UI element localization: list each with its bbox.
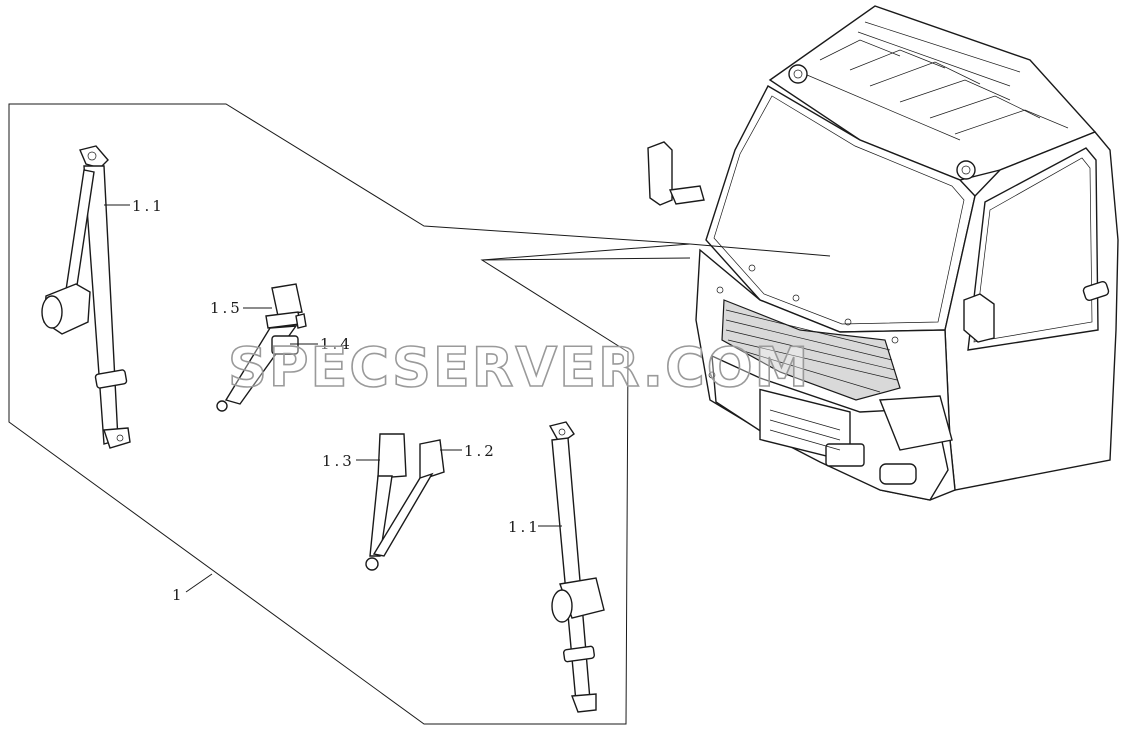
part-1-5-1-4-buckle-assembly — [216, 283, 307, 412]
label-1-2: 1.2 — [464, 442, 497, 460]
truck-cab-illustration — [647, 5, 1119, 501]
label-1-4: 1.4 — [320, 335, 353, 353]
leader-lines — [104, 204, 831, 593]
part-1-3-1-2-twin-buckle — [365, 433, 445, 571]
watermark: SPECSERVER.COM — [228, 336, 810, 399]
label-1-1-left: 1.1 — [132, 197, 165, 215]
part-1-1-right-retractor-belt — [548, 421, 605, 713]
label-1: 1 — [172, 586, 185, 604]
label-1-1-right: 1.1 — [508, 518, 541, 536]
label-1-5: 1.5 — [210, 299, 243, 317]
label-1-3: 1.3 — [322, 452, 355, 470]
part-1-1-left-retractor-belt — [41, 145, 131, 449]
kit-boundary — [8, 103, 691, 725]
